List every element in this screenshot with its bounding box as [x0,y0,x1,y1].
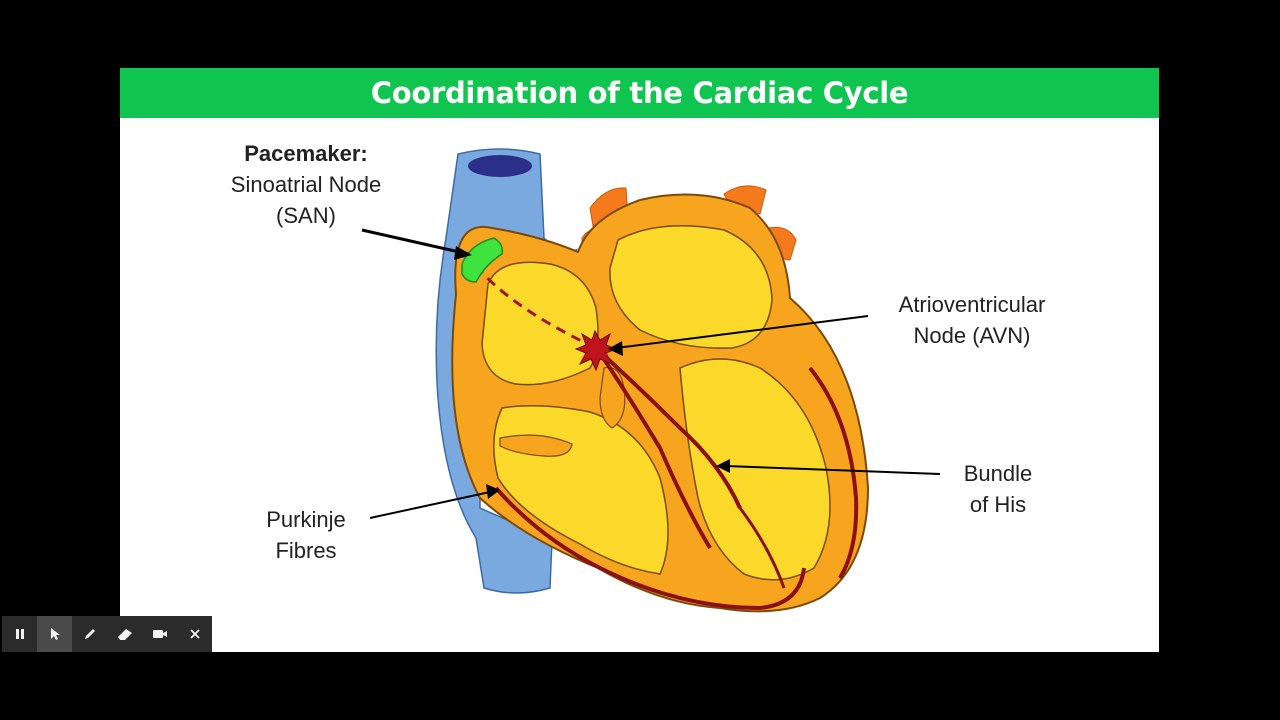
purkinje-arrow [369,491,491,519]
bundle-arrow [725,465,941,475]
septum-fold-1 [599,366,626,429]
title-bar: Coordination of the Cardiac Cycle [120,68,1159,118]
bundle-branch-left [596,348,712,550]
septum-fold-2 [499,434,573,457]
vena-cava-opening [468,155,532,177]
bundle-arrow-head [716,459,730,473]
purkinje-arrow-head [486,484,500,499]
presentation-toolbar [2,616,212,652]
pointer-button[interactable] [37,616,72,652]
left-ventricle [679,358,831,581]
avn-label-line1: Atrioventricular [898,292,1046,317]
heart-diagram [361,148,941,613]
right-atrium [481,261,599,386]
bundle-of-his [596,348,742,509]
pen-button[interactable] [72,616,107,652]
san-label-line1: Sinoatrial Node [230,172,382,197]
san-label-title: Pacemaker: [244,141,368,166]
camera-button[interactable] [142,616,177,652]
avn-node [574,329,618,372]
bundle-label-line2: of His [969,492,1027,517]
camera-icon [152,630,167,638]
avn-arrow [615,315,869,349]
san-avn-path [474,265,593,348]
purkinje-right [494,486,806,611]
purkinje-left [808,366,859,580]
eraser-icon [117,629,132,640]
san-node [461,237,504,283]
pause-button[interactable] [2,616,37,652]
purkinje-label-line2: Fibres [275,538,337,563]
pen-icon [84,629,95,639]
pause-icon [15,629,24,639]
close-icon [189,629,200,639]
avn-label: Atrioventricular Node (AVN) [872,289,1072,351]
bundle-label: Bundle of His [940,458,1056,520]
pointer-icon [50,628,60,640]
close-button[interactable] [177,616,212,652]
bundle-label-line1: Bundle [963,461,1033,486]
purkinje-label-line1: Purkinje [266,507,346,532]
san-label-line2: (SAN) [276,203,336,228]
slide: Coordination of the Cardiac Cycle [120,68,1159,652]
san-arrow-head [454,246,472,260]
purkinje-mid [738,507,786,589]
san-label: Pacemaker: Sinoatrial Node (SAN) [212,138,400,231]
san-arrow [361,228,469,256]
purkinje-label: Purkinje Fibres [248,504,364,566]
slide-title: Coordination of the Cardiac Cycle [370,76,909,110]
avn-label-line2: Node (AVN) [913,323,1031,348]
eraser-button[interactable] [107,616,142,652]
avn-arrow-head [608,341,623,356]
